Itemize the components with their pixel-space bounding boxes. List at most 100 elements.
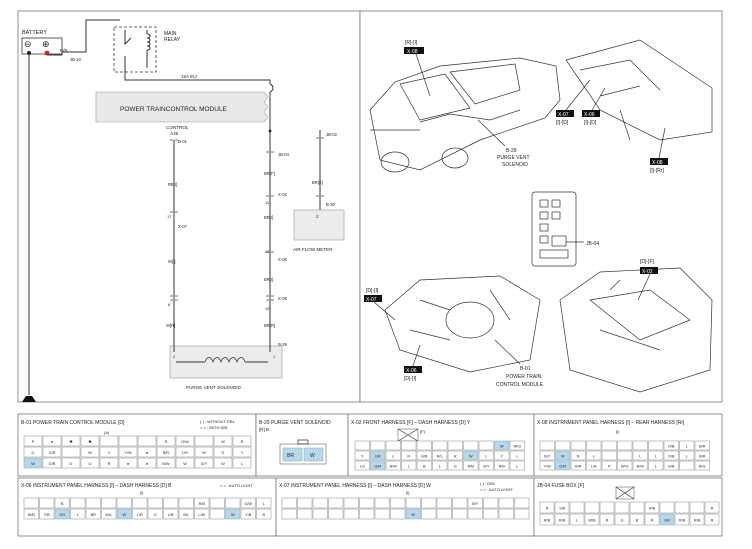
x07-pin-cell: [359, 497, 375, 509]
x07-pin-cell: [452, 508, 468, 520]
jb04-pin-cell: [614, 501, 630, 514]
jb04-pin-cell: [659, 501, 675, 514]
b01-pin-label: ●: [146, 462, 148, 466]
x08-pin-cell: [679, 450, 695, 461]
x02-pin-label: G/Y: [483, 464, 490, 468]
br-f-label: BR[F]: [264, 171, 275, 176]
x06-pin-cell: [85, 508, 101, 520]
x06-pin-cell: [225, 497, 241, 509]
x02-pin-cell: [478, 460, 494, 471]
jb10-label: JB-10: [70, 57, 82, 62]
x07-pin-cell: [297, 497, 313, 509]
x08-pin-cell: [648, 450, 664, 461]
x08-pin-label: O/B: [668, 444, 675, 448]
x06-pin-cell: [116, 497, 132, 509]
interior-illustration: [D]-[I] X-07 X-06 [D]-[I] B-01 POWER TRA…: [364, 275, 544, 388]
dash-x06-tag: X-06: [584, 112, 595, 118]
x06-pin-cell: [256, 508, 272, 520]
b01-pin-cell: [156, 435, 176, 447]
dash-x06-sub: [I]-[D]: [584, 120, 597, 126]
b01-pin-label: W: [202, 451, 206, 455]
jb04-pin-label: R: [546, 506, 549, 510]
x02-pin-cell: [354, 440, 370, 451]
b01-pin-cell: [137, 435, 157, 447]
b01-pin-label: L: [241, 462, 243, 466]
x06-pin-cell: [147, 508, 163, 520]
x06-pin-cell: [147, 497, 163, 509]
component-views: [R]-[I] X-08 B-29 PURGE VENT SOLENOID X-…: [364, 39, 713, 393]
x06-pin-cell: [23, 508, 39, 520]
jb04-pin-cell: [659, 513, 675, 526]
wire-rb-label: R/B: [60, 48, 68, 53]
br-r-label: BR[R]: [264, 323, 275, 328]
b01-pin-label: G/R: [49, 462, 56, 466]
x02-pin-cell: [385, 440, 401, 451]
x02-pin-label: W: [500, 444, 504, 448]
b01-sub: (A): [104, 430, 110, 435]
x07-pin-cell: [359, 508, 375, 520]
car-tag-top: [R]-[I]: [405, 40, 418, 46]
num-8-label: 8: [168, 302, 171, 307]
jb04-pin-cell: [539, 513, 555, 526]
battery-label: BATTERY: [22, 30, 47, 36]
x02-pin-label: R: [454, 454, 457, 458]
x08-pin-label: L: [593, 454, 595, 458]
x02-label: X-02: [278, 192, 288, 197]
x06-pin-cell: [240, 497, 256, 509]
dash-x07-tag: X-07: [558, 112, 569, 118]
x06-pin-label: G/W: [244, 502, 252, 506]
x02-pin-cell: [478, 440, 494, 451]
b29-title: B-29 PURGE VENT SOLENOID: [259, 420, 331, 426]
fuse-box-illustration: JB-04: [531, 191, 599, 267]
pcm-a35-label: A35: [170, 131, 179, 136]
x08-pin-cell: [617, 450, 633, 461]
x08-pin-label: O/B: [668, 454, 675, 458]
x02-pin-cell: [447, 440, 463, 451]
x07-pin-cell: [467, 508, 483, 520]
x02-pin-label: GR: [375, 454, 381, 458]
b01-pin-label: ●: [146, 451, 148, 455]
b01-pin-label: W: [88, 451, 92, 455]
x08-pin-cell: [586, 440, 602, 451]
x06-pin-cell: [85, 497, 101, 509]
x08-pin-cell: [617, 460, 633, 471]
x07-pin-cell: [390, 497, 406, 509]
x07-legend-1: ( ) : DRL: [480, 481, 496, 486]
x07-pin-cell: [281, 508, 297, 520]
x02-pin-label: L: [516, 464, 518, 468]
main-relay-label-2: RELAY: [164, 37, 181, 43]
b01-pin-cell: [194, 435, 214, 447]
x07-pin-cell: [483, 508, 499, 520]
x06-label: X-06: [278, 257, 288, 262]
x06-pin-cell: [194, 508, 210, 520]
pcm-title: POWER TRAINCONTROL MODULE: [120, 106, 228, 113]
x02-pin-label: R/L: [437, 454, 443, 458]
pcm-callout-2: POWER TRAIN: [506, 374, 542, 380]
x06-pin-label: W: [231, 513, 235, 517]
x06-pin-cell: [256, 497, 272, 509]
car-x08-tag: X-08: [407, 49, 418, 55]
b29-pin-2: [303, 447, 324, 462]
x02-pin-label: R: [407, 454, 410, 458]
b01-title: B-01 POWER TRAIN CONTROL MODULE [D]: [21, 420, 125, 426]
vehicle-illustration: [R]-[I] X-08 B-29 PURGE VENT SOLENOID: [369, 40, 561, 173]
x06-pin-label: G: [154, 513, 157, 517]
x08-pin-label: B: [577, 454, 580, 458]
x02-pin-label: G/R: [374, 464, 381, 468]
b01-pin-cell: [80, 446, 100, 458]
x06-pin-cell: [209, 497, 225, 509]
b01-pin-label: W: [221, 440, 225, 444]
x08-pin-cell: [555, 450, 571, 461]
x06-pin-cell: [39, 508, 55, 520]
pcm-band: [95, 91, 269, 123]
x02-pin-label: G/B: [421, 454, 428, 458]
jb04-pin-cell: [614, 513, 630, 526]
x02-pin-label: L: [485, 454, 487, 458]
dash-x08-sub: [I]-[Rr]: [650, 168, 664, 174]
b01-pin-cell: [42, 435, 62, 447]
x07-pin-cell: [328, 497, 344, 509]
b01-pin-label: B/R: [163, 451, 170, 455]
x08-pin-cell: [632, 450, 648, 461]
x02-pin-label: W/G: [513, 444, 521, 448]
